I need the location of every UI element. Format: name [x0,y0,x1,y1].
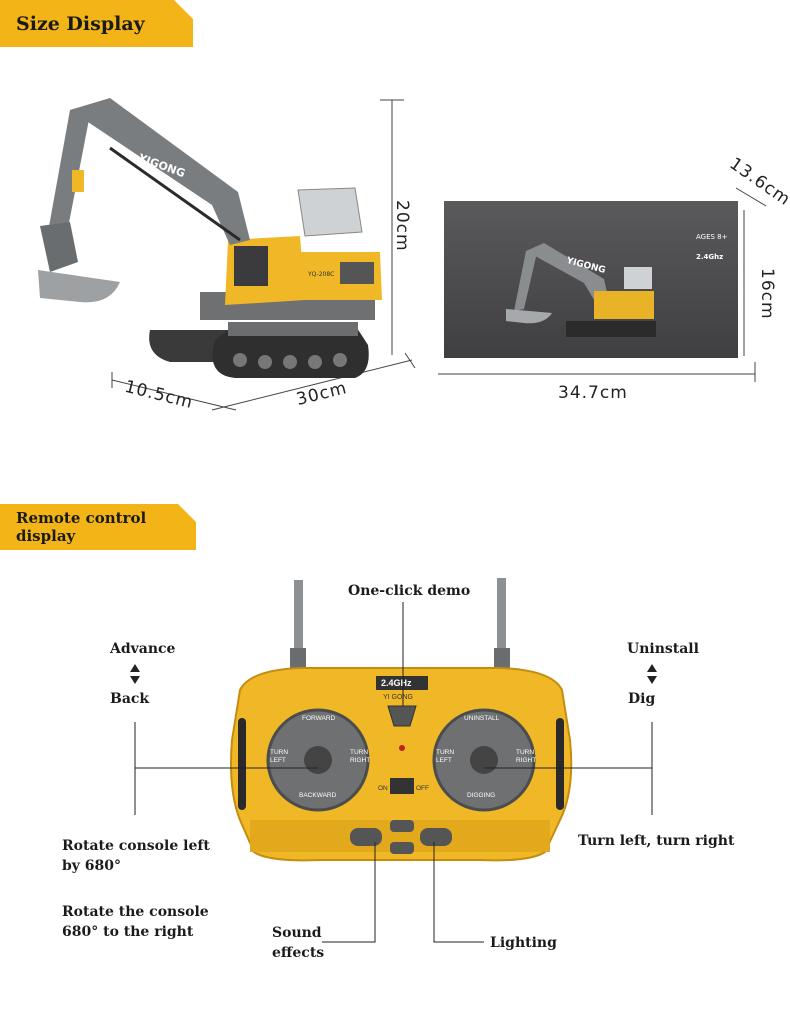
excavator-body: YQ-208C [200,187,382,320]
sound-button [350,828,382,846]
rotate-right-label: Rotate the console 680° to the right [62,904,209,940]
advance-label: Advance [110,641,176,657]
remote-display-banner: Remote control display [0,504,196,550]
uninstall-up-arrow [647,664,657,672]
left-stick-left-2: LEFT [270,757,286,764]
demo-button [387,705,417,727]
lighting-button [420,828,452,846]
back-label: Back [110,691,150,707]
turn-label: Turn left, turn right [578,833,735,849]
advance-up-arrow [130,664,140,672]
box-length-label: 34.7cm [558,383,628,403]
box-height-label: 16cm [757,268,777,320]
right-stick-right-2: RIGHT [516,757,536,764]
right-stick-right-1: TURN [516,749,534,756]
dig-label: Dig [628,691,656,707]
left-stick-left-1: TURN [270,749,288,756]
excavator-dimension-lines [111,99,416,411]
left-stick-right-1: TURN [350,749,368,756]
direction-arrows [130,664,657,684]
switch-off: OFF [416,785,429,792]
band-badge [376,676,428,690]
back-down-arrow [130,676,140,684]
box-dimension-lines [438,187,767,382]
callout-lines [134,602,653,943]
rotate-right-button [390,842,414,854]
right-stick-left-1: TURN [436,749,454,756]
remote-band: 2.4GHz [381,678,412,688]
left-stick-right-2: RIGHT [350,757,370,764]
remote-body [230,667,573,862]
right-stick-left-2: LEFT [436,757,452,764]
dig-down-arrow [647,676,657,684]
box-frequency: 2.4Ghz [696,253,724,261]
remote-display-heading: Remote control display [16,509,147,545]
remote-grip [250,820,550,852]
remote-brand: YI GONG [383,694,413,701]
rotate-left-label: Rotate console left by 680° [62,838,210,874]
right-stick-bottom: DIGGING [467,792,495,799]
switch-on: ON [378,785,388,792]
right-stick-top: UNINSTALL [464,715,500,722]
rotate-left-button [390,820,414,832]
box-excavator-graphic [506,243,656,337]
excavator-height-label: 20cm [392,200,412,252]
excavator-model: YQ-208C [307,271,334,278]
one-click-demo-label: One-click demo [348,583,471,599]
size-display-banner: Size Display [0,0,193,47]
excavator-illustration: YQ-208C YIGONG [38,98,767,411]
excavator-tracks [149,322,369,378]
uninstall-label: Uninstall [627,641,699,657]
left-stick-top: FORWARD [302,715,336,722]
left-stick-bottom: BACKWARD [299,792,337,799]
size-display-heading: Size Display [16,12,145,35]
lighting-label: Lighting [490,935,557,951]
left-stick-pad [266,708,370,812]
right-stick-pad [432,708,536,812]
product-box: YIGONG AGES 8+ 2.4Ghz [444,201,738,358]
sound-effects-label: Sound effects [272,925,325,961]
excavator-arm: YIGONG [38,98,250,303]
power-switch [390,778,414,794]
box-age: AGES 8+ [696,233,728,241]
